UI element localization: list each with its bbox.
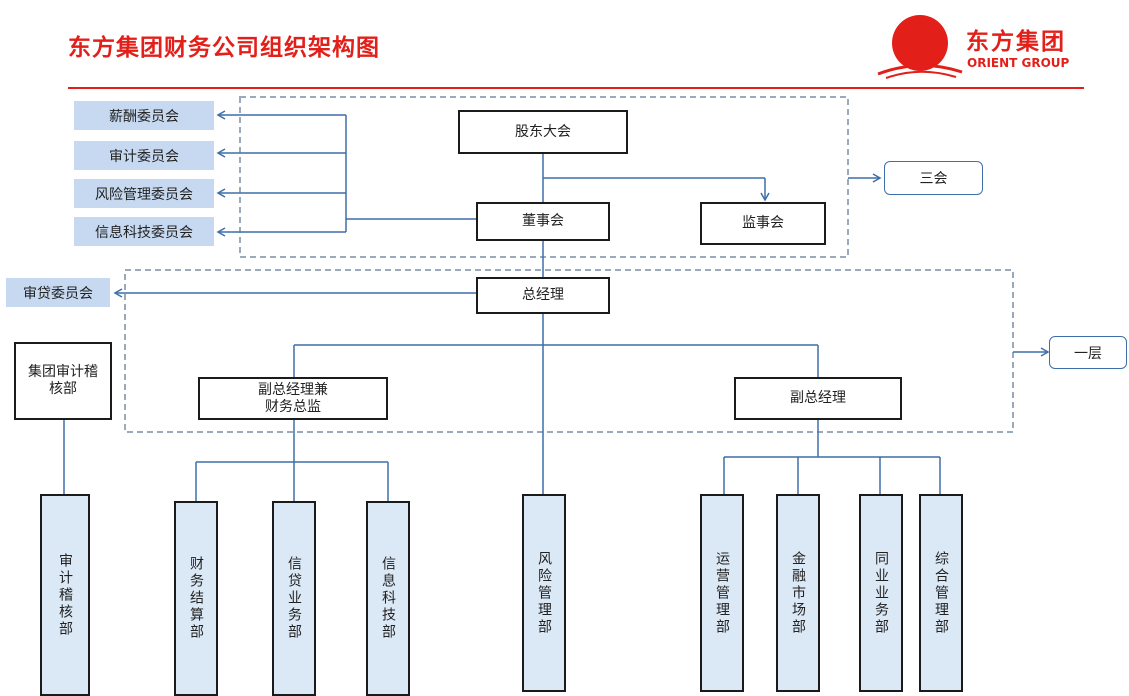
vice-president-box: 副总经理 [734,377,902,420]
committee-risk: 风险管理委员会 [74,179,214,208]
dept-interbank: 同业业务部 [859,494,903,692]
dept-credit: 信贷业务部 [272,501,316,696]
dept-finance: 财务结算部 [174,501,218,696]
supervisory-board-box: 监事会 [700,202,826,245]
orient-group-logo: 东方集团 ORIENT GROUP [872,12,1092,82]
group-audit-box: 集团审计稽核部 [14,342,112,420]
dept-financial-markets: 金融市场部 [776,494,820,692]
credit-committee: 审贷委员会 [6,278,110,307]
dept-general-admin: 综合管理部 [919,494,963,692]
logo-name-en: ORIENT GROUP [967,56,1070,70]
dept-it: 信息科技部 [366,501,410,696]
dept-operations: 运营管理部 [700,494,744,692]
three-boards-dashed-frame [239,96,849,258]
committee-it: 信息科技委员会 [74,217,214,246]
first-tier-dashed-frame [124,269,1014,433]
committee-audit: 审计委员会 [74,141,214,170]
title-divider [68,87,1084,89]
general-manager-box: 总经理 [476,277,610,314]
dept-risk: 风险管理部 [522,494,566,692]
committee-compensation: 薪酬委员会 [74,101,214,130]
vp-cfo-box: 副总经理兼 财务总监 [198,377,388,420]
logo-name-cn: 东方集团 [966,29,1066,55]
side-label-first-tier: 一层 [1049,336,1127,369]
page-title: 东方集团财务公司组织架构图 [68,35,380,61]
shareholders-meeting-box: 股东大会 [458,110,628,154]
side-label-three-boards: 三会 [884,161,983,195]
sun-logo-icon [877,15,963,79]
dept-audit: 审计稽核部 [40,494,90,696]
board-of-directors-box: 董事会 [476,202,610,241]
